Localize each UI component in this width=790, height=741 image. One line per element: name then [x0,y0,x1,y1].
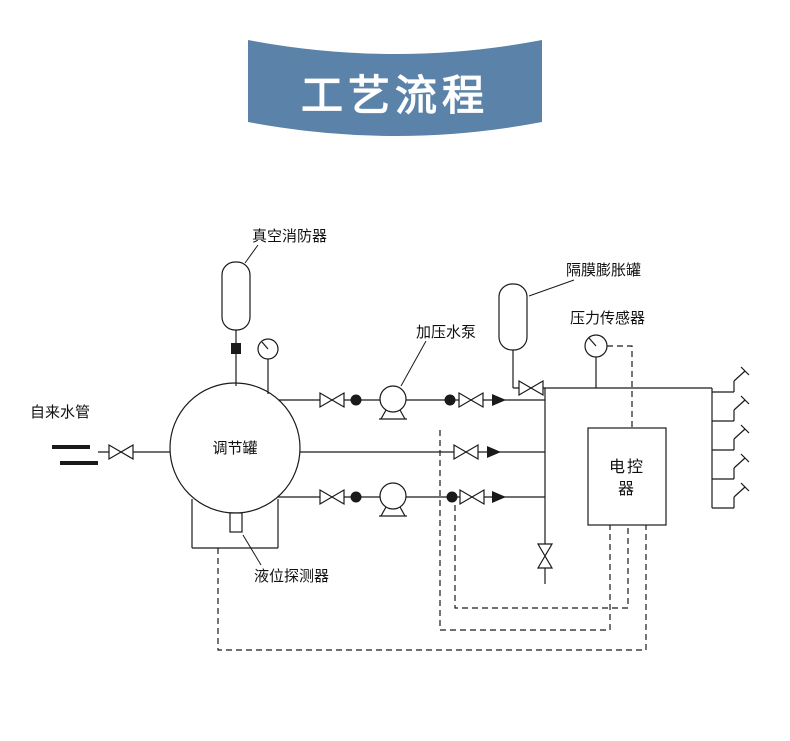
controller-box [587,427,667,526]
check-valve-dot-icon [444,394,456,406]
level-detector-label: 液位探测器 [254,568,329,585]
flow-arrow-icon [492,491,506,503]
pump-body [379,482,407,510]
leader-line [528,279,575,297]
gate-valve-icon [108,443,134,461]
gate-valve-icon [319,488,345,506]
flow-arrow-icon [492,394,506,406]
tap-water-pipe-label: 自来水管 [30,404,90,421]
top-pipe-symbols [319,385,506,420]
pump-icon [379,482,407,517]
expansion-tank-vessel-icon [498,283,528,351]
leader-line [400,340,427,387]
check-valve-dot-icon [350,491,362,503]
gate-valve-icon [459,488,485,506]
level-probe-icon [229,512,243,533]
bottom-pipe-symbols [319,482,506,517]
faucet-icon [712,424,750,451]
gauge-needle [588,337,597,347]
title-banner-group: 工艺流程 [248,40,542,136]
flow-arrow-icon [487,446,501,458]
fitting-icon [231,343,241,354]
drain-valve-icon [536,543,554,569]
controller-group: 电控 器 [587,427,667,526]
inlet-assembly [52,443,134,465]
leader-lines [242,244,575,566]
pressure-signal-line [607,345,633,428]
booster-pump-label: 加压水泵 [416,324,476,341]
leader-line [244,244,259,264]
check-valve-dot-icon [350,394,362,406]
pump-leg [380,506,387,517]
vacuum-breaker-group [221,261,251,386]
gauge-needle [261,341,269,350]
regulating-tank-group: 调节罐 [169,382,301,549]
faucet-icon [712,453,750,480]
banner-ribbon [248,40,542,136]
pump-leg [380,409,387,420]
gate-valve-icon [319,391,345,409]
page-title: 工艺流程 [301,72,489,119]
faucet-icon [712,395,750,422]
expansion-tank-label: 隔膜膨胀罐 [566,262,641,279]
gate-valve-icon [458,391,484,409]
pump-leg [399,506,406,517]
faucet-icon [712,366,750,393]
control-signal-lines [217,345,647,651]
vacuum-breaker-label: 真空消防器 [252,227,327,245]
gate-valve-icon [518,379,544,397]
level-signal-line [217,525,647,651]
regulating-tank-label: 调节罐 [212,440,257,457]
pump-icon [379,385,407,420]
diagram: 调节罐 [30,227,750,651]
check-valve-dot-icon [446,491,458,503]
leader-line [242,534,262,566]
pump2-signal-line [454,505,629,609]
pump-leg [399,409,406,420]
expansion-tank-group [498,283,544,397]
pressure-sensor-group [584,334,608,388]
faucet-icon [712,482,750,509]
controller-label-line1: 电控 [609,458,645,476]
pump1-signal-line [439,430,611,631]
gate-valve-icon [453,443,479,461]
pressure-sensor-label: 压力传感器 [570,310,645,327]
controller-label-line2: 器 [618,480,636,498]
vacuum-breaker-vessel-icon [221,261,251,331]
middle-pipe-symbols [453,443,501,461]
pump-body [379,385,407,413]
outlet-taps-group [711,366,750,509]
tank-gauge-group [257,338,279,394]
labels: 真空消防器 加压水泵 隔膜膨胀罐 压力传感器 液位探测器 自来水管 [30,227,645,585]
